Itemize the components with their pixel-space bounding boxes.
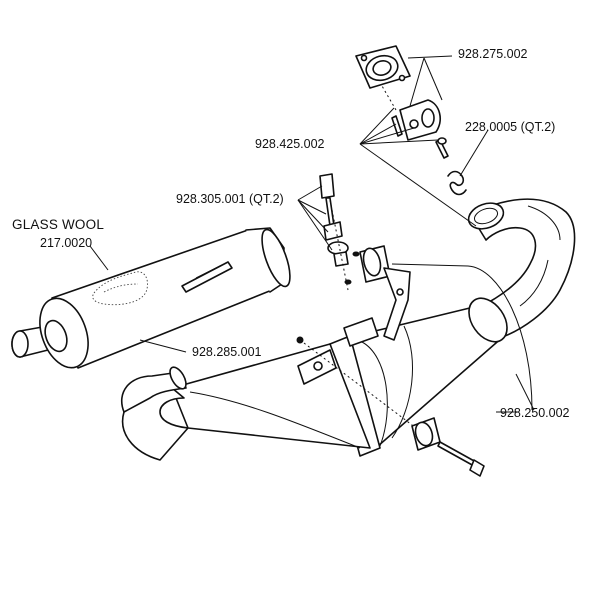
spring — [447, 170, 467, 196]
label-exhaust-body: 928.250.002 — [500, 406, 570, 420]
u-bend-pipe-end — [169, 366, 187, 390]
label-spring: 228.0005 (QT.2) — [465, 120, 556, 134]
flange-bolt-left — [391, 115, 403, 137]
silencer-part — [11, 227, 291, 369]
bolt-set-part — [296, 173, 485, 477]
label-mounting-kit: 928.425.002 — [255, 137, 325, 151]
flange-gasket-part — [355, 45, 505, 230]
label-flange-gasket: 928.275.002 — [458, 47, 528, 61]
lower-bolt — [437, 441, 477, 467]
mount-bracket — [383, 267, 411, 341]
label-glass-wool-title: GLASS WOOL — [12, 217, 105, 232]
label-bolt-set: 928.305.001 (QT.2) — [176, 192, 284, 206]
bolt-head — [319, 173, 335, 199]
leader-lines — [89, 55, 535, 413]
label-glass-wool-code: 217.0020 — [40, 236, 93, 250]
bolt-shank — [325, 197, 335, 227]
chamber-saddle — [343, 317, 379, 347]
silencer-endcap-inner — [44, 319, 68, 353]
assembly-lines — [299, 85, 417, 429]
label-silencer: 928.285.001 — [192, 345, 262, 359]
exhaust-body-part — [120, 198, 576, 461]
